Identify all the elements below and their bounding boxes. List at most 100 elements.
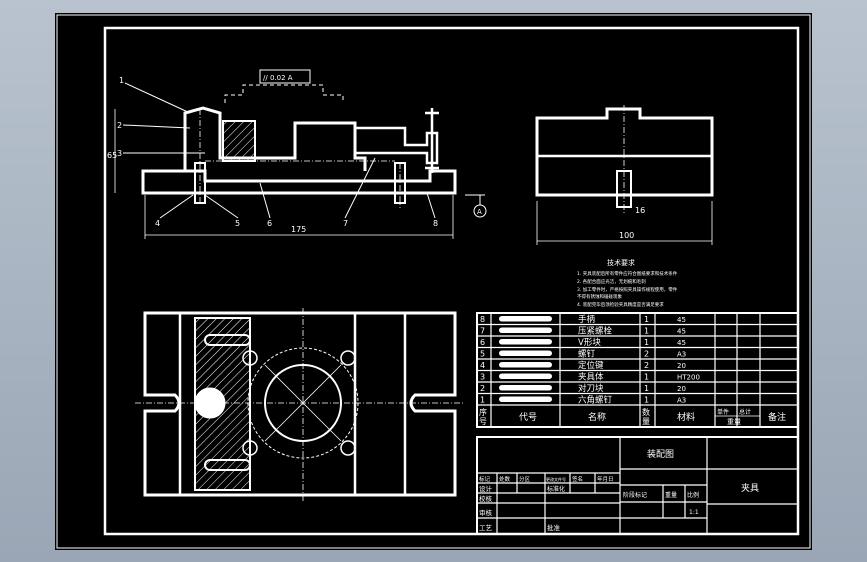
dim-small: 16 [635, 206, 645, 215]
scale-value: 1:1 [689, 509, 699, 516]
balloon-3: 3 [117, 149, 122, 158]
tolerance-frame [259, 69, 311, 84]
bom-code-redacted [499, 339, 552, 345]
bom-row-name: V形块 [578, 337, 601, 348]
base-plate [141, 169, 457, 195]
tech-req-line-2: 2. 各配合面应光洁，无划痕和毛刺 [577, 278, 646, 285]
bom-header-no: 序 [479, 407, 487, 417]
cad-drawing-canvas: // 0.02 A 1 2 3 4 5 6 7 8 [56, 14, 811, 549]
bom-row-no: 3 [480, 373, 485, 382]
balloon-6: 6 [267, 219, 272, 228]
bom-row-qty: 1 [644, 373, 649, 382]
bom-row-no: 8 [480, 315, 485, 324]
label-process: 工艺 [479, 524, 493, 532]
balloon-1: 1 [119, 76, 124, 85]
side-body [535, 107, 714, 197]
weight-label: 重量 [665, 491, 677, 499]
bom-row-name: 夹具体 [578, 372, 604, 383]
side-view: 100 16 [535, 105, 714, 245]
bom-header-material: 材料 [677, 411, 695, 423]
bom-row-no: 2 [480, 384, 485, 393]
dim-width: 100 [619, 231, 634, 240]
bom-row-name: 手柄 [578, 314, 596, 325]
bom-row-qty: 1 [644, 384, 649, 393]
tech-req-line-5: 4. 装配完毕后须检验夹具精度是否满足要求 [577, 301, 664, 308]
balloon-8: 8 [433, 219, 438, 228]
top-outline [143, 311, 457, 497]
bom-row-name: 定位键 [578, 360, 604, 371]
bom-row-material: A3 [677, 397, 686, 405]
title-block-frame [476, 436, 799, 535]
bom-header-remark: 备注 [768, 411, 786, 423]
inner-frame [103, 26, 800, 536]
dim-overall: 175 [291, 225, 306, 234]
bom-row-material: 20 [677, 385, 686, 393]
balloon-7: 7 [343, 219, 348, 228]
top-view [135, 308, 465, 501]
bom-code-redacted [499, 385, 552, 391]
drawing-sheet: // 0.02 A 1 2 3 4 5 6 7 8 [55, 13, 812, 550]
fixture-body [183, 106, 367, 171]
bom-row-material: HT200 [677, 374, 700, 382]
bom-row-no: 5 [480, 350, 485, 359]
bom-row-material: 45 [677, 328, 686, 336]
tech-req-title: 技术要求 [607, 258, 635, 267]
bom-row-no: 1 [480, 396, 485, 405]
rev-cell-count: 处数 [499, 475, 511, 483]
bom-row-qty: 1 [644, 315, 649, 324]
dim-height: 65 [107, 151, 117, 160]
bom-code-redacted [499, 316, 552, 322]
tolerance-text: // 0.02 A [263, 74, 293, 82]
bom-code-redacted [499, 350, 552, 356]
label-review: 审核 [479, 508, 493, 517]
slot-upper [204, 334, 251, 346]
slot-lower [204, 459, 251, 471]
bom-row-qty: 1 [644, 327, 649, 336]
datum-label: A [477, 208, 482, 216]
bom-row-qty: 2 [644, 350, 649, 359]
bom-header-name: 名称 [588, 411, 606, 423]
bom-row-material: 45 [677, 316, 686, 324]
drawing-name: 装配图 [647, 448, 674, 460]
bom-row-name: 六角螺钉 [578, 395, 613, 406]
label-check: 校核 [479, 494, 493, 503]
bom-row-qty: 2 [644, 361, 649, 370]
label-standardize: 标准化 [547, 485, 565, 493]
bom-row-name: 压紧螺栓 [578, 326, 613, 337]
bom-code-redacted [499, 327, 552, 333]
v-block-section [222, 120, 256, 162]
balloon-5: 5 [235, 219, 240, 228]
bom-row-name: 对刀块 [578, 383, 604, 394]
part-name: 夹具 [741, 482, 759, 494]
bom-header-code: 代号 [519, 412, 537, 423]
bom-row-qty: 1 [644, 338, 649, 347]
bom-row-material: A3 [677, 351, 686, 359]
label-design: 设计 [479, 484, 493, 493]
bom-code-redacted [499, 396, 552, 402]
front-view: // 0.02 A 1 2 3 4 5 6 7 8 [107, 69, 487, 239]
bom-row-no: 6 [480, 338, 485, 347]
rev-cell-date: 年月日 [597, 475, 614, 483]
rev-cell-mark: 标记 [479, 475, 491, 483]
bom-row-name: 螺钉 [578, 349, 596, 360]
workpiece-phantom [224, 84, 344, 103]
rev-cell-zone: 分区 [519, 475, 531, 483]
bom-row-no: 4 [480, 361, 485, 370]
bom-header-total: 总计 [739, 408, 751, 416]
bom-header-unit: 单件 [717, 408, 729, 416]
tech-requirements: 技术要求 1. 夹具装配后所有零件应符合图纸要求和技术条件 2. 各配合面应光洁… [577, 258, 678, 308]
rev-cell-file: 更改文件号 [546, 476, 566, 482]
balloon-2: 2 [117, 121, 122, 130]
stage-label: 阶段标记 [623, 491, 647, 499]
balloon-4: 4 [155, 219, 160, 228]
bom-code-redacted [499, 362, 552, 368]
scale-label: 比例 [687, 491, 699, 499]
title-block: 装配图 夹具 阶段标记 重量 比例 1:1 标记 处数 分区 更改文件号 签名 … [476, 436, 799, 535]
tech-req-line-1: 1. 夹具装配后所有零件应符合图纸要求和技术条件 [577, 270, 678, 277]
bom-header-qty: 数 [642, 407, 650, 417]
rev-cell-sign: 签名 [572, 475, 583, 483]
bom-header-weight: 重量 [727, 418, 741, 426]
outer-frame [56, 14, 811, 549]
